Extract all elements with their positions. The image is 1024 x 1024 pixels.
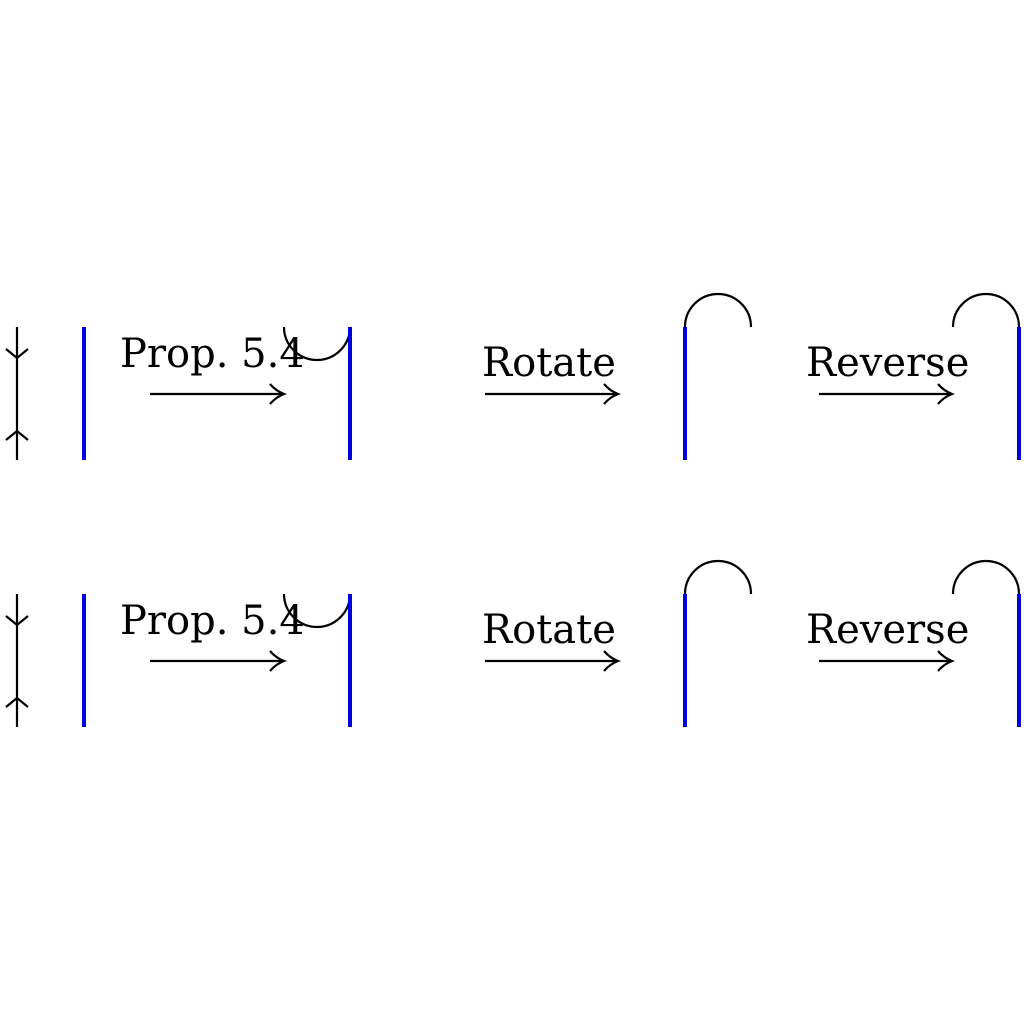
row-top-reverse-label: Reverse bbox=[806, 340, 969, 386]
row-bottom-prop-label: Prop. 5.4 bbox=[120, 598, 305, 644]
row-top-rotate-label: Rotate bbox=[482, 340, 616, 386]
row-bottom-reverse-label: Reverse bbox=[806, 607, 969, 653]
row-top: Prop. 5.4 Rotate Reverse bbox=[4, 292, 1021, 462]
row-bottom-rotate-label: Rotate bbox=[482, 607, 616, 653]
row-bottom: Prop. 5.4 Rotate Reverse bbox=[4, 559, 1021, 729]
row-top-prop-label: Prop. 5.4 bbox=[120, 331, 305, 377]
